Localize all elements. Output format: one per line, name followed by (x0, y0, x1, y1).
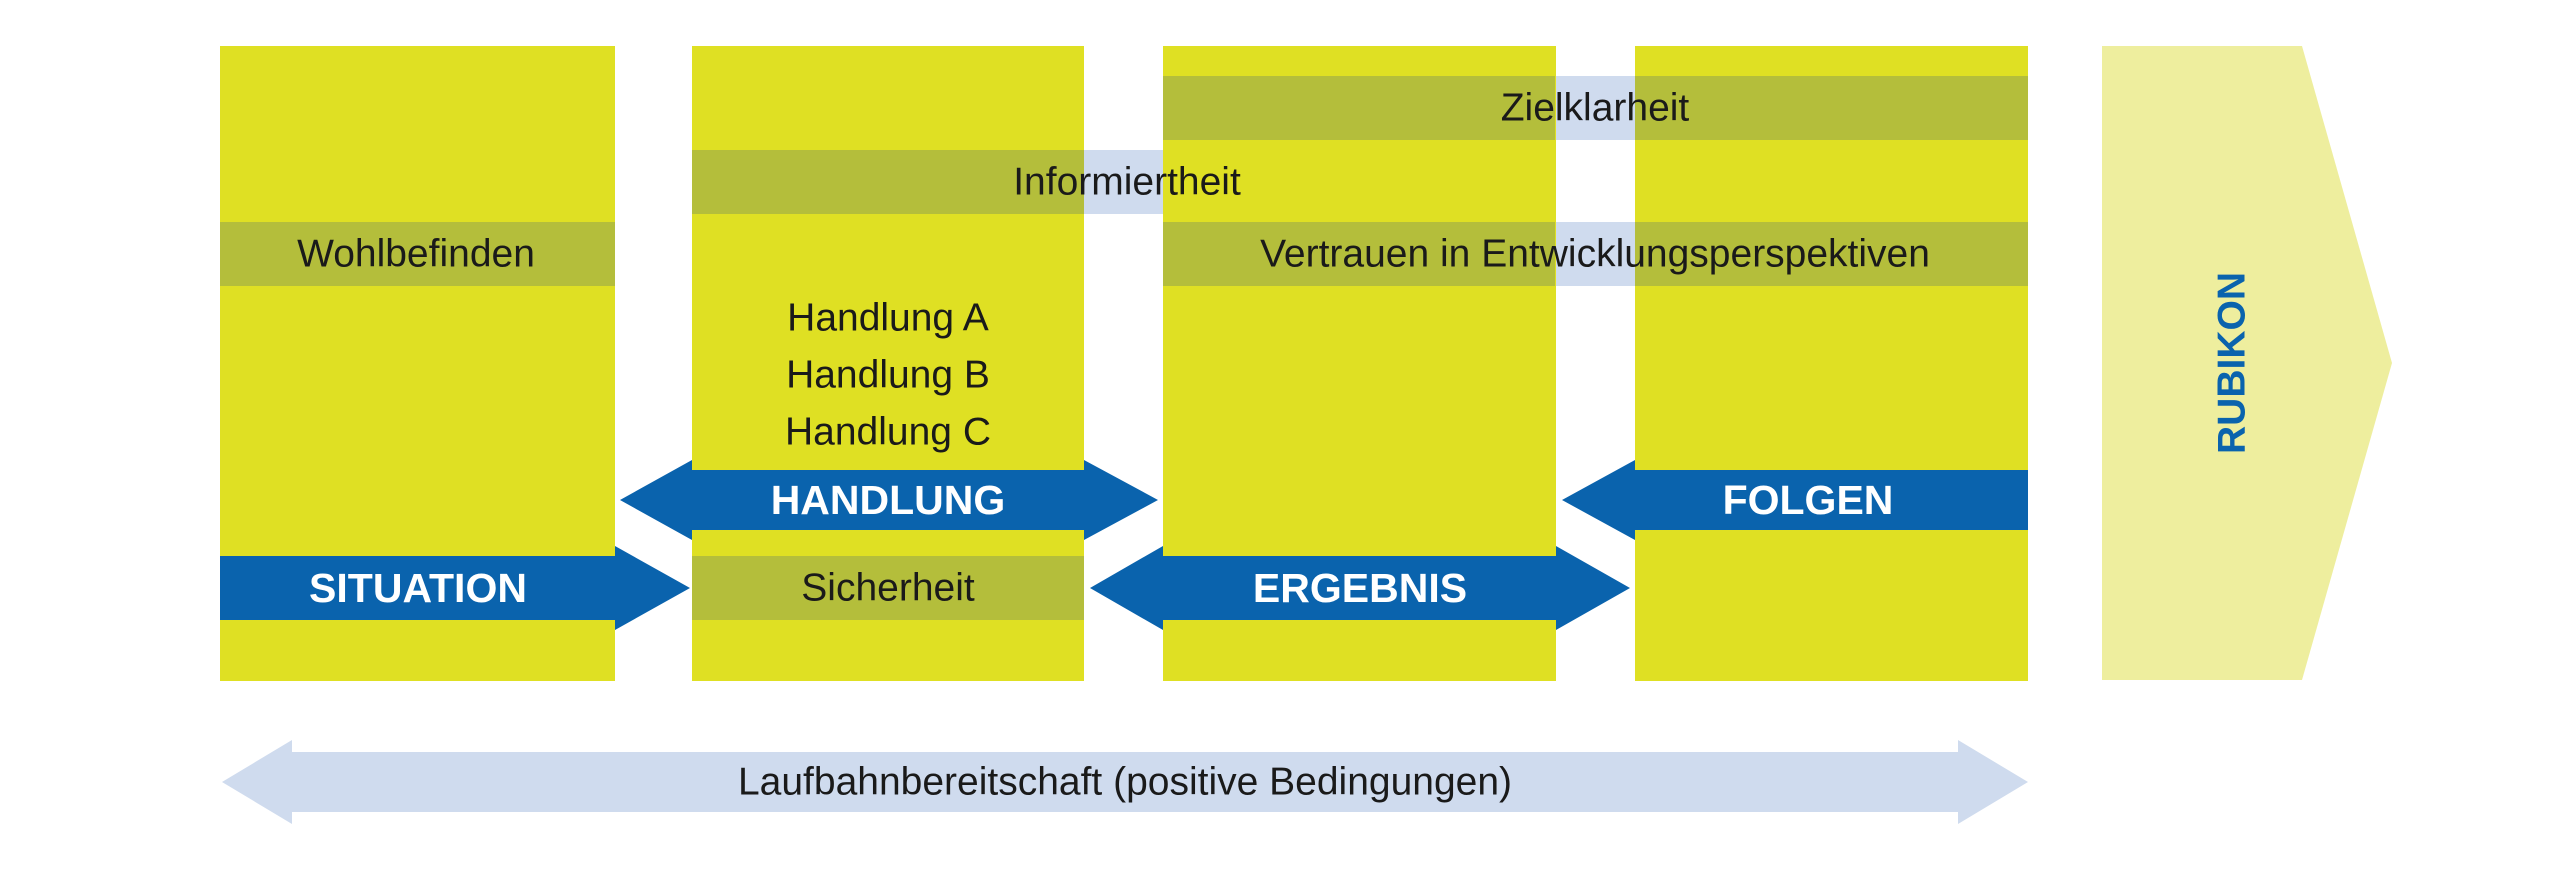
handlung-a: Handlung A (787, 297, 989, 340)
folgen-label: FOLGEN (1723, 477, 1894, 523)
band-vertrauen-folgen (1635, 222, 2028, 286)
band-wohlbefinden (220, 222, 615, 286)
handlung-c: Handlung C (785, 411, 991, 454)
band-zielklarheit-folgen (1635, 76, 2028, 140)
ergebnis-arrow (1090, 546, 1630, 630)
folgen-arrow (1562, 460, 2028, 540)
band-vertrauen (1163, 222, 1555, 286)
handlung-b: Handlung B (786, 354, 990, 397)
vertrauen-connector (1555, 222, 1635, 286)
situation-arrow (220, 546, 690, 630)
label-informiertheit: Informiertheit (1013, 161, 1241, 204)
ergebnis-label: ERGEBNIS (1253, 565, 1467, 611)
label-vertrauen: Vertrauen in Entwicklungsperspektiven (1260, 233, 1930, 276)
informiertheit-connector (1083, 150, 1163, 214)
handlung-arrow (620, 460, 1158, 540)
band-informiertheit (692, 150, 1084, 214)
footer-double-arrow (222, 740, 2028, 824)
rubikon-chevron (2102, 46, 2392, 680)
band-zielklarheit (1163, 76, 1555, 140)
label-zielklarheit: Zielklarheit (1501, 87, 1690, 130)
handlung-label: HANDLUNG (771, 477, 1006, 523)
zielklarheit-connector (1555, 76, 1635, 140)
column-folgen (1635, 46, 2028, 681)
label-wohlbefinden: Wohlbefinden (297, 233, 535, 276)
situation-label: SITUATION (309, 565, 527, 611)
band-sicherheit (692, 556, 1084, 620)
rubikon-label: RUBIKON (2211, 272, 2254, 454)
label-sicherheit: Sicherheit (801, 567, 975, 610)
footer-label: Laufbahnbereitschaft (positive Bedingung… (738, 761, 1512, 804)
